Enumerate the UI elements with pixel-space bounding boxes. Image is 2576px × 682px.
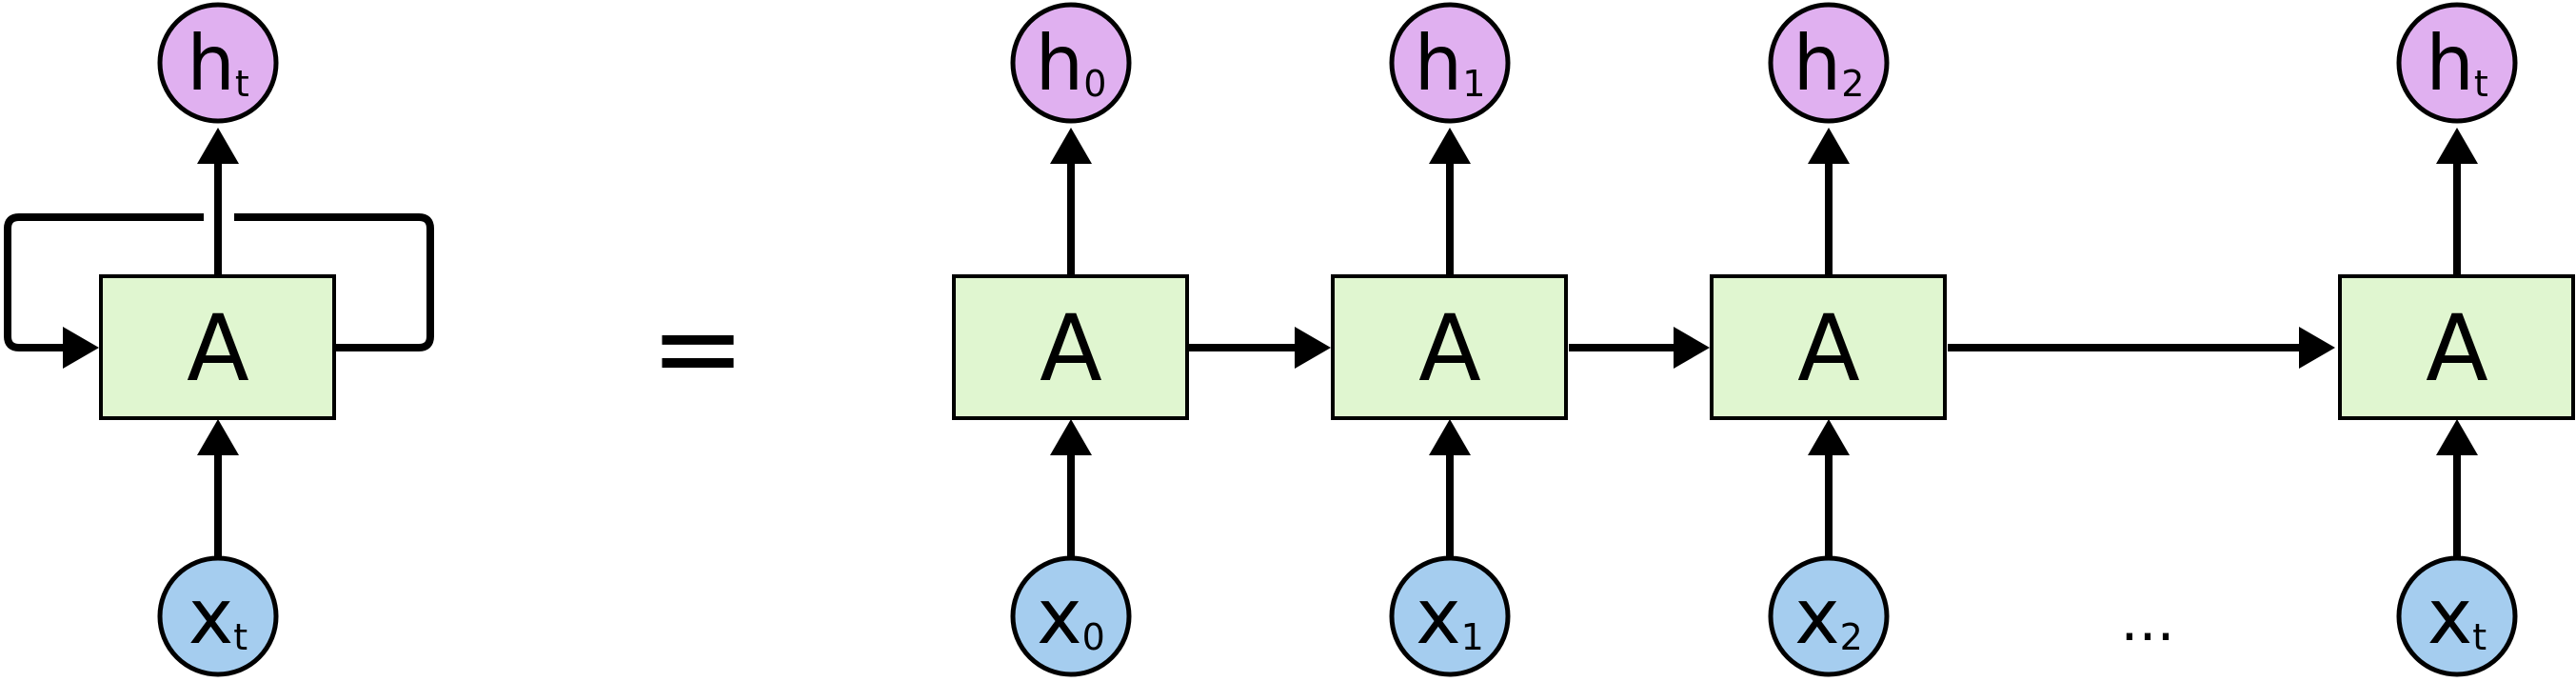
unrolled-step: A h0 x0: [952, 2, 1189, 677]
cell-label: A: [1797, 295, 1860, 402]
cell-label: A: [1040, 295, 1102, 402]
output-label: h1: [1415, 19, 1486, 108]
folded-input-node: [157, 555, 279, 677]
unrolled-chain: A h0 x0 A h1 x1: [952, 2, 2575, 677]
output-node: [2396, 2, 2518, 124]
input-node: [1389, 555, 1511, 677]
output-subscript: 2: [1841, 63, 1864, 105]
input-subscript: 1: [1461, 616, 1484, 658]
output-arrowhead: [2436, 128, 2478, 164]
input-subscript: 2: [1840, 616, 1863, 658]
cell-box: [2338, 274, 2575, 420]
input-label: xt: [2427, 572, 2487, 661]
unrolled-step: A ht xt: [2338, 2, 2575, 677]
input-node: [1768, 555, 1890, 677]
output-base: h: [1036, 19, 1084, 108]
folded-input-base: x: [188, 572, 233, 661]
output-subscript: 1: [1462, 63, 1485, 105]
cell-box: [952, 274, 1189, 420]
folded-output-label: ht: [187, 19, 249, 108]
output-node: [1389, 2, 1511, 124]
input-node: [1010, 555, 1132, 677]
output-arrowhead: [1808, 128, 1850, 164]
output-arrowhead: [1050, 128, 1092, 164]
input-base: x: [1794, 572, 1839, 661]
output-subscript: t: [2474, 63, 2488, 105]
output-base: h: [2426, 19, 2474, 108]
input-arrowhead: [1050, 419, 1092, 455]
folded-rnn: A ht xt: [4, 2, 434, 677]
output-label: ht: [2426, 19, 2488, 108]
output-base: h: [1793, 19, 1842, 108]
input-subscript: 0: [1082, 616, 1105, 658]
input-subscript: t: [2472, 616, 2487, 658]
cell-label: A: [2426, 295, 2488, 402]
output-base: h: [1415, 19, 1463, 108]
input-node: [2396, 555, 2518, 677]
chain-arrowhead: [2299, 327, 2335, 369]
input-label: x2: [1794, 572, 1863, 661]
ellipsis: ...: [2120, 588, 2174, 654]
output-label: h2: [1793, 19, 1865, 108]
input-arrowhead: [1808, 419, 1850, 455]
input-arrowhead: [2436, 419, 2478, 455]
folded-output-arrowhead: [197, 128, 239, 164]
recurrent-loop-line: [4, 213, 434, 351]
unrolled-step: A h1 x1: [1331, 2, 1568, 677]
input-base: x: [2427, 572, 2472, 661]
input-base: x: [1416, 572, 1460, 661]
folded-output-subscript: t: [235, 63, 249, 105]
folded-input-subscript: t: [233, 616, 248, 658]
chain-arrowhead: [1295, 327, 1331, 369]
folded-cell-label: A: [187, 295, 249, 402]
unrolled-step: A h2 x2: [1710, 2, 1947, 677]
output-subscript: 0: [1083, 63, 1106, 105]
recurrent-loop-arrowhead: [63, 327, 99, 369]
chain-arrowhead: [1674, 327, 1710, 369]
folded-cell-box: [99, 274, 336, 420]
output-arrowhead: [1429, 128, 1471, 164]
output-label: h0: [1036, 19, 1107, 108]
output-node: [1010, 2, 1132, 124]
input-label: x0: [1037, 572, 1105, 661]
input-base: x: [1037, 572, 1081, 661]
equals-sign: =: [650, 283, 746, 415]
cell-box: [1331, 274, 1568, 420]
folded-output-node: [157, 2, 279, 124]
folded-input-arrowhead: [197, 419, 239, 455]
input-label: x1: [1416, 572, 1484, 661]
cell-label: A: [1418, 295, 1481, 402]
output-node: [1768, 2, 1890, 124]
folded-output-base: h: [187, 19, 235, 108]
folded-input-label: xt: [188, 572, 248, 661]
cell-box: [1710, 274, 1947, 420]
input-arrowhead: [1429, 419, 1471, 455]
